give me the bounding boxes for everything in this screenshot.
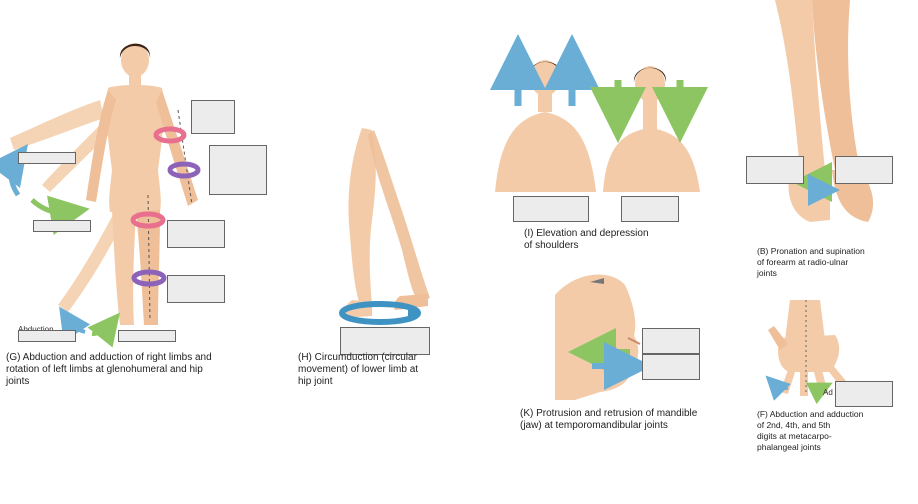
figure-g bbox=[0, 43, 201, 348]
blue-arrow-leg bbox=[59, 306, 91, 343]
thumb-f bbox=[768, 326, 788, 350]
neck-g bbox=[129, 74, 141, 86]
figure-f bbox=[765, 300, 846, 405]
digit-f-2 bbox=[800, 372, 808, 396]
label-box-i-elevation[interactable] bbox=[513, 196, 589, 222]
abduction-arrow-f-left bbox=[765, 375, 791, 401]
label-box-b-supination[interactable] bbox=[835, 156, 893, 184]
figure-b bbox=[775, 0, 874, 222]
figure-k bbox=[555, 274, 652, 400]
partial-label-abduction: Abduction bbox=[18, 325, 54, 334]
green-arrow-arm bbox=[30, 195, 90, 236]
purple-ring-arm bbox=[167, 161, 201, 179]
torso-g bbox=[106, 85, 164, 212]
green-arrow-leg bbox=[87, 312, 120, 348]
right-leg-g bbox=[112, 210, 136, 325]
figure-h bbox=[339, 128, 430, 325]
label-box-i-depression[interactable] bbox=[621, 196, 679, 222]
forearm-1 bbox=[775, 0, 825, 170]
caption-g: (G) Abduction and adduction of right lim… bbox=[6, 352, 212, 387]
head-g bbox=[121, 43, 149, 77]
caption-f: (F) Abduction and adduction of 2nd, 4th,… bbox=[757, 409, 864, 452]
label-box-h-circumduction[interactable] bbox=[340, 327, 430, 355]
label-box-g-rotation-leg-lower[interactable] bbox=[167, 275, 225, 303]
caption-h: (H) Circumduction (circular movement) of… bbox=[298, 352, 419, 387]
label-box-g-adduction-arm[interactable] bbox=[33, 220, 91, 232]
left-leg-g bbox=[136, 210, 160, 325]
palm-f bbox=[778, 335, 840, 372]
blue-arrow-arm bbox=[0, 143, 28, 197]
purple-ring-leg bbox=[131, 269, 167, 287]
digit-f-4 bbox=[826, 364, 846, 386]
adduction-arrow-f bbox=[805, 382, 833, 405]
forearm-2 bbox=[812, 0, 860, 170]
label-box-g-adduction-leg[interactable] bbox=[118, 330, 176, 342]
ghost-leg bbox=[58, 205, 128, 312]
arm-axis bbox=[177, 109, 193, 206]
label-box-g-rotation[interactable] bbox=[191, 100, 235, 134]
hair-g bbox=[119, 43, 151, 58]
label-box-g-abduction-leg[interactable] bbox=[18, 330, 76, 342]
label-box-b-pronation[interactable] bbox=[746, 156, 804, 184]
label-box-k-protrusion[interactable] bbox=[642, 354, 700, 380]
circumduction-ring bbox=[339, 301, 421, 325]
caption-i: (I) Elevation and depression of shoulder… bbox=[524, 228, 649, 251]
wrist-f bbox=[785, 300, 825, 340]
circumduction-arrowhead bbox=[408, 308, 418, 318]
leg-h-back bbox=[368, 130, 430, 302]
ghost-arm-mid bbox=[42, 120, 112, 192]
shoulders-depressed bbox=[603, 128, 700, 192]
right-arm-g bbox=[86, 90, 116, 202]
label-box-g-rotation-arm[interactable] bbox=[209, 145, 267, 195]
face-profile bbox=[555, 274, 639, 400]
pink-ring-arm bbox=[153, 126, 187, 144]
ghost-arm-raised bbox=[10, 100, 104, 150]
digit-f-1 bbox=[780, 370, 795, 394]
label-box-g-rotation-leg-upper[interactable] bbox=[167, 220, 225, 248]
label-box-g-abduction-arm[interactable] bbox=[18, 152, 76, 164]
eye-k bbox=[590, 278, 604, 284]
caption-k: (K) Protrusion and retrusion of mandible… bbox=[520, 408, 698, 431]
leg-h-front bbox=[348, 128, 376, 305]
neck-i2 bbox=[643, 98, 657, 130]
shoulders-elevated bbox=[495, 112, 596, 192]
caption-b: (B) Pronation and supination of forearm … bbox=[757, 246, 865, 278]
label-box-f-adduction[interactable] bbox=[835, 381, 893, 407]
figure-i bbox=[490, 34, 708, 192]
label-box-k-retrusion[interactable] bbox=[642, 328, 700, 354]
pink-ring-leg bbox=[130, 211, 166, 229]
partial-label-ad: Ad bbox=[823, 388, 833, 397]
